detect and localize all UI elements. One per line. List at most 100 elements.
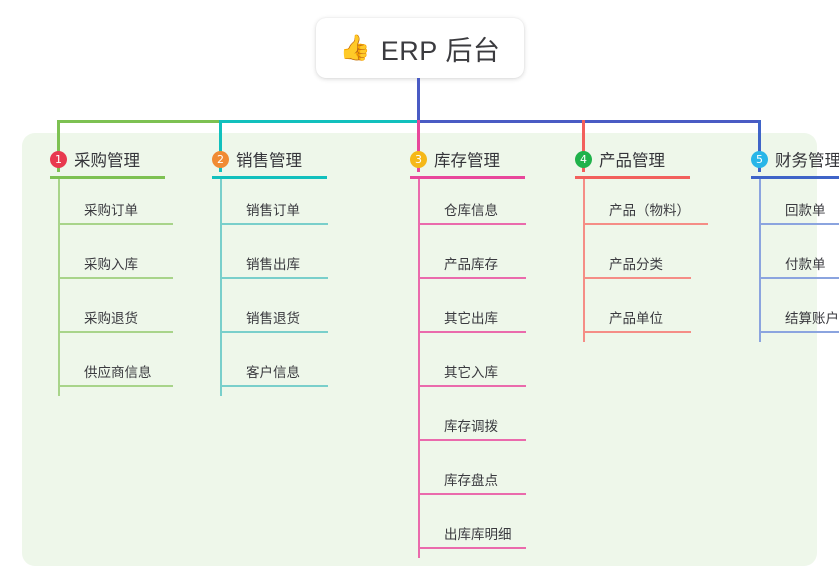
branch-spine-1 (58, 179, 60, 396)
leaf-rule (759, 331, 839, 333)
leaf-label: 仓库信息 (444, 203, 498, 218)
leaf-label: 采购退货 (84, 311, 138, 326)
branch-spine-3 (418, 179, 420, 558)
leaf-label: 库存盘点 (444, 473, 498, 488)
leaf-rule (759, 223, 839, 225)
branch-column-4: 4 产品管理 产品（物料） 产品分类 产品单位 (557, 146, 727, 342)
root-stem-line (417, 78, 420, 121)
leaf-label: 客户信息 (246, 365, 300, 380)
leaf-rule (583, 331, 691, 333)
branch-column-2: 2 销售管理 销售订单 销售出库 销售退货 客户信息 (194, 146, 354, 396)
leaf-rule (220, 223, 328, 225)
branch-stub-4 (582, 120, 585, 172)
branch-column-1: 1 采购管理 采购订单 采购入库 采购退货 供应商信息 (32, 146, 192, 396)
branch-stub-3 (417, 120, 420, 172)
leaf-item[interactable]: 产品分类 (583, 239, 691, 279)
leaf-rule (418, 277, 526, 279)
leaf-label: 供应商信息 (84, 365, 152, 380)
branch-badge-5: 5 (751, 150, 768, 168)
leaf-item[interactable]: 产品单位 (583, 293, 691, 333)
branch-stub-2 (219, 120, 222, 172)
leaf-item[interactable]: 其它入库 (418, 347, 526, 387)
leaf-label: 采购入库 (84, 257, 138, 272)
branch-spine-5 (759, 179, 761, 342)
leaf-item[interactable]: 采购退货 (58, 293, 173, 333)
branch-title-5: 财务管理 (775, 152, 839, 170)
bus-segment-3 (417, 120, 761, 123)
branch-rule-3 (410, 176, 525, 179)
branch-rule-1 (50, 176, 165, 179)
leaf-rule (58, 277, 173, 279)
branch-title-3: 库存管理 (434, 152, 500, 170)
leaf-item[interactable]: 仓库信息 (418, 185, 526, 225)
leaf-item[interactable]: 其它出库 (418, 293, 526, 333)
branch-badge-3: 3 (410, 150, 427, 168)
branch-rule-4 (575, 176, 690, 179)
leaf-item[interactable]: 客户信息 (220, 347, 328, 387)
leaf-label: 销售退货 (246, 311, 300, 326)
leaf-label: 产品（物料） (609, 203, 690, 218)
branch-header-5[interactable]: 5 财务管理 (733, 146, 839, 172)
leaf-label: 回款单 (785, 203, 826, 218)
leaf-rule (58, 331, 173, 333)
leaf-item[interactable]: 销售订单 (220, 185, 328, 225)
branch-header-1[interactable]: 1 采购管理 (32, 146, 192, 172)
leaf-label: 库存调拨 (444, 419, 498, 434)
leaf-rule (418, 331, 526, 333)
branch-column-3: 3 库存管理 仓库信息 产品库存 其它出库 其它入库 库存调拨 库存盘点 (392, 146, 552, 558)
leaf-label: 产品库存 (444, 257, 498, 272)
leaf-rule (418, 493, 526, 495)
leaf-rule (220, 385, 328, 387)
thumbs-up-emoji: 👍 (339, 33, 371, 62)
bus-segment-1 (57, 120, 219, 123)
leaf-label: 付款单 (785, 257, 826, 272)
branch-stub-1 (57, 120, 60, 172)
leaf-label: 采购订单 (84, 203, 138, 218)
branch-stub-5 (758, 120, 761, 172)
branch-spine-2 (220, 179, 222, 396)
leaf-item[interactable]: 回款单 (759, 185, 839, 225)
leaf-rule (759, 277, 839, 279)
leaf-label: 出库库明细 (444, 527, 512, 542)
leaf-label: 产品单位 (609, 311, 663, 326)
leaf-item[interactable]: 销售出库 (220, 239, 328, 279)
root-node-label: ERP 后台 (380, 35, 501, 66)
branch-column-5: 5 财务管理 回款单 付款单 结算账户 (733, 146, 839, 342)
leaf-rule (58, 223, 173, 225)
leaf-rule (583, 223, 708, 225)
leaf-rule (58, 385, 173, 387)
leaf-item[interactable]: 库存盘点 (418, 455, 526, 495)
leaf-item[interactable]: 付款单 (759, 239, 839, 279)
leaf-item[interactable]: 库存调拨 (418, 401, 526, 441)
leaf-item[interactable]: 销售退货 (220, 293, 328, 333)
leaf-label: 销售出库 (246, 257, 300, 272)
leaf-item[interactable]: 采购入库 (58, 239, 173, 279)
branch-spine-4 (583, 179, 585, 342)
branch-rule-5 (751, 176, 839, 179)
branch-header-3[interactable]: 3 库存管理 (392, 146, 552, 172)
branch-title-1: 采购管理 (74, 152, 140, 170)
branch-title-2: 销售管理 (236, 152, 302, 170)
leaf-rule (418, 385, 526, 387)
branch-badge-2: 2 (212, 150, 229, 168)
leaf-rule (220, 277, 328, 279)
leaf-item[interactable]: 出库库明细 (418, 509, 526, 549)
leaf-item[interactable]: 供应商信息 (58, 347, 173, 387)
branch-rule-2 (212, 176, 327, 179)
branch-title-4: 产品管理 (599, 152, 665, 170)
leaf-rule (418, 439, 526, 441)
branch-header-2[interactable]: 2 销售管理 (194, 146, 354, 172)
root-node[interactable]: 👍 ERP 后台 (316, 18, 524, 78)
leaf-rule (418, 547, 526, 549)
branch-header-4[interactable]: 4 产品管理 (557, 146, 727, 172)
leaf-rule (583, 277, 691, 279)
leaf-label: 结算账户 (785, 311, 839, 326)
leaf-label: 其它入库 (444, 365, 498, 380)
leaf-item[interactable]: 采购订单 (58, 185, 173, 225)
leaf-item[interactable]: 产品（物料） (583, 185, 708, 225)
bus-segment-2 (219, 120, 417, 123)
leaf-item[interactable]: 结算账户 (759, 293, 839, 333)
leaf-label: 销售订单 (246, 203, 300, 218)
leaf-item[interactable]: 产品库存 (418, 239, 526, 279)
